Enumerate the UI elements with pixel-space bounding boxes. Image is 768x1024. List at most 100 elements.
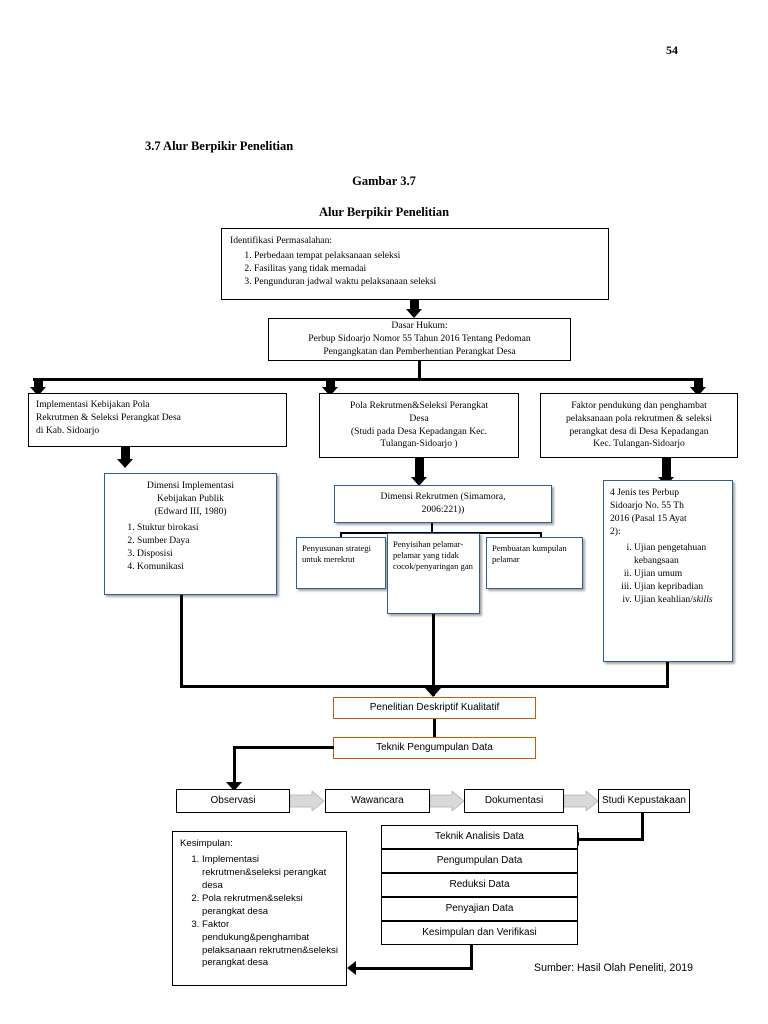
pola-line3: (Studi pada Desa Kepadangan Kec. [350,425,488,437]
dimrek-stem [431,523,433,533]
implementasi-line2: Rekrutmen & Seleksi Perangkat Desa [36,411,181,423]
identifikasi-item: Fasilitas yang tidak memadai [254,263,600,276]
empat-jenis-item: Ujian umum [634,568,726,581]
dasar-hukum-line1: Perbup Sidoarjo Nomor 55 Tahun 2016 Tent… [308,333,531,345]
empat-jenis-item: Ujian kepribadian [634,581,726,594]
analisis-row-text: Kesimpulan dan Verifikasi [422,927,537,938]
arrow-impl-shaft [121,447,130,459]
source-caption: Sumber: Hasil Olah Peneliti, 2019 [534,962,693,974]
converge-left-vertical [180,595,183,687]
converge-right-vertical [666,662,669,687]
box-studi-kepustakaan: Studi Kepustakaan [598,789,690,813]
analysis-to-kesimpulan-vertical [470,945,473,969]
box-dokumentasi: Dokumentasi [464,789,564,813]
faktor-line3: perangkat desa di Desa Kepadangan [569,425,709,437]
dimrek-drop-right [540,532,542,538]
identifikasi-item: Perbedaan tempat pelaksanaan seleksi [254,250,600,263]
dimensi-rekrutmen-line1: Dimensi Rekrutmen (Simamora, [380,491,506,503]
bus-drop-right-arrow [690,387,706,396]
box-dasar-hukum: Dasar Hukum: Perbup Sidoarjo Nomor 55 Ta… [268,318,571,361]
empat-jenis-line3: 2016 (Pasal 15 Ayat [610,512,687,524]
studi-to-analysis-horizontal [578,838,644,841]
dasar-hukum-line2: Pengangkatan dan Pemberhentian Perangkat… [323,345,516,357]
box-reduksi-data: Reduksi Data [381,873,578,897]
arrow-identifikasi-to-dasarhukum-shaft [410,300,419,309]
dimrek-drop-left [340,532,342,538]
box-pola-rekrutmen-seleksi: Pola Rekrutmen&Seleksi Perangkat Desa (S… [319,393,519,458]
arrow-to-observasi [226,782,242,791]
kesimpulan-heading: Kesimpulan: [180,838,233,849]
analisis-row-text: Penyajian Data [445,903,514,914]
dimensi-impl-item: Disposisi [137,548,270,561]
box-penelitian-deskriptif-kualitatif: Penelitian Deskriptif Kualitatif [333,697,536,719]
pola-line2: Desa [409,412,429,424]
box-identifikasi-permasalahan: Identifikasi Permasalahan: Perbedaan tem… [221,228,609,300]
bus-line-horizontal [33,378,703,381]
chevron-observasi-wawancara [290,791,324,811]
implementasi-line3: di Kab. Sidoarjo [36,424,100,436]
metode-wawancara-text: Wawancara [351,795,404,806]
arrow-impl-to-dimensi [117,459,133,468]
dimensi-impl-line2: Kebijakan Publik [157,492,224,504]
pola-line1: Pola Rekrutmen&Seleksi Perangkat [349,399,489,411]
dimensi-rekrutmen-line2: 2006:221)) [421,504,465,515]
analisis-title-text: Teknik Analisis Data [435,831,524,842]
box-teknik-pengumpulan-data: Teknik Pengumpulan Data [333,737,536,759]
dimensi-impl-item: Sumber Daya [137,535,270,548]
box-observasi: Observasi [176,789,290,813]
implementasi-line1: Implementasi Kebijakan Pola [36,399,150,410]
box-penyusunan-strategi: Penyusunan strategi untuk merekrut [296,537,386,589]
arrow-faktor-shaft [662,458,671,477]
box-faktor-pendukung-penghambat: Faktor pendukung dan penghambat pelaksan… [540,393,738,458]
analisis-row-text: Reduksi Data [449,879,510,890]
dasar-hukum-heading: Dasar Hukum: [391,320,448,332]
bus-drop-mid-arrow [322,387,338,396]
empat-jenis-line2: Sidoarjo No. 55 Th [610,499,684,511]
section-title: 3.7 Alur Berpikir Penelitian [145,139,294,153]
box-kesimpulan-verifikasi: Kesimpulan dan Verifikasi [381,921,578,945]
dimensi-impl-line1: Dimensi Implementasi [146,480,235,491]
box-kesimpulan: Kesimpulan: Implementasi rekrutmen&selek… [172,831,347,986]
box-pengumpulan-data: Pengumpulan Data [381,849,578,873]
arrow-to-penelitian-deskriptif [425,688,441,697]
analisis-row-text: Pengumpulan Data [436,855,523,866]
analysis-to-kesimpulan-horizontal [356,967,473,970]
empat-jenis-line1: 4 Jenis tes Perbup [610,487,680,498]
kesimpulan-item: Implementasi rekrutmen&seleksi perangkat… [202,854,339,893]
faktor-line2: pelaksanaan pola rekrutmen & seleksi [566,412,712,424]
converge-right-horizontal [433,685,669,688]
studi-down-vertical [641,813,644,840]
chevron-dokumentasi-studipustaka [564,791,598,811]
arrow-identifikasi-to-dasarhukum [406,309,422,318]
converge-mid-vertical [432,614,435,696]
box-penyajian-data: Penyajian Data [381,897,578,921]
chevron-wawancara-dokumentasi [430,791,464,811]
empat-jenis-item: Ujian keahlian/skills [634,594,726,607]
metode-studi-text: Studi Kepustakaan [602,795,686,806]
pembuatan-text: Pembuatan kumpulan pelamar [492,543,567,565]
box-dimensi-implementasi-kebijakan-publik: Dimensi Implementasi Kebijakan Publik (E… [104,473,277,595]
penelitian-deskriptif-text: Penelitian Deskriptif Kualitatif [369,702,500,713]
pd-to-tpd-vertical [433,719,436,739]
kesimpulan-item: Pola rekrutmen&seleksi perangkat desa [202,893,339,919]
bus-drop-right-shaft [694,381,703,387]
arrow-pola-to-dimensi [411,477,427,486]
box-teknik-analisis-data-title: Teknik Analisis Data [381,825,578,849]
box-pembuatan-kumpulan-pelamar: Pembuatan kumpulan pelamar [486,537,583,589]
page-number: 54 [666,43,678,57]
identifikasi-heading: Identifikasi Permasalahan: [230,235,333,246]
metode-observasi-text: Observasi [210,795,256,806]
faktor-line4: Kec. Tulangan-Sidoarjo [593,438,685,450]
bus-line-stem [418,361,421,379]
empat-jenis-item: Ujian pengetahuan kebangsaan [634,542,726,568]
identifikasi-item: Pengunduran jadwal waktu pelaksanaan sel… [254,276,600,289]
bus-drop-left-arrow [30,387,46,396]
penyusunan-text: Penyusunan strategi untuk merekrut [302,543,371,565]
dimensi-impl-line3: (Edward III, 1980) [154,505,227,517]
box-4-jenis-tes: 4 Jenis tes Perbup Sidoarjo No. 55 Th 20… [603,480,733,662]
bus-drop-left-shaft [34,381,43,387]
faktor-line1: Faktor pendukung dan penghambat [571,399,707,411]
figure-title: Alur Berpikir Penelitian [318,205,450,219]
tpd-left-vertical [233,746,236,784]
